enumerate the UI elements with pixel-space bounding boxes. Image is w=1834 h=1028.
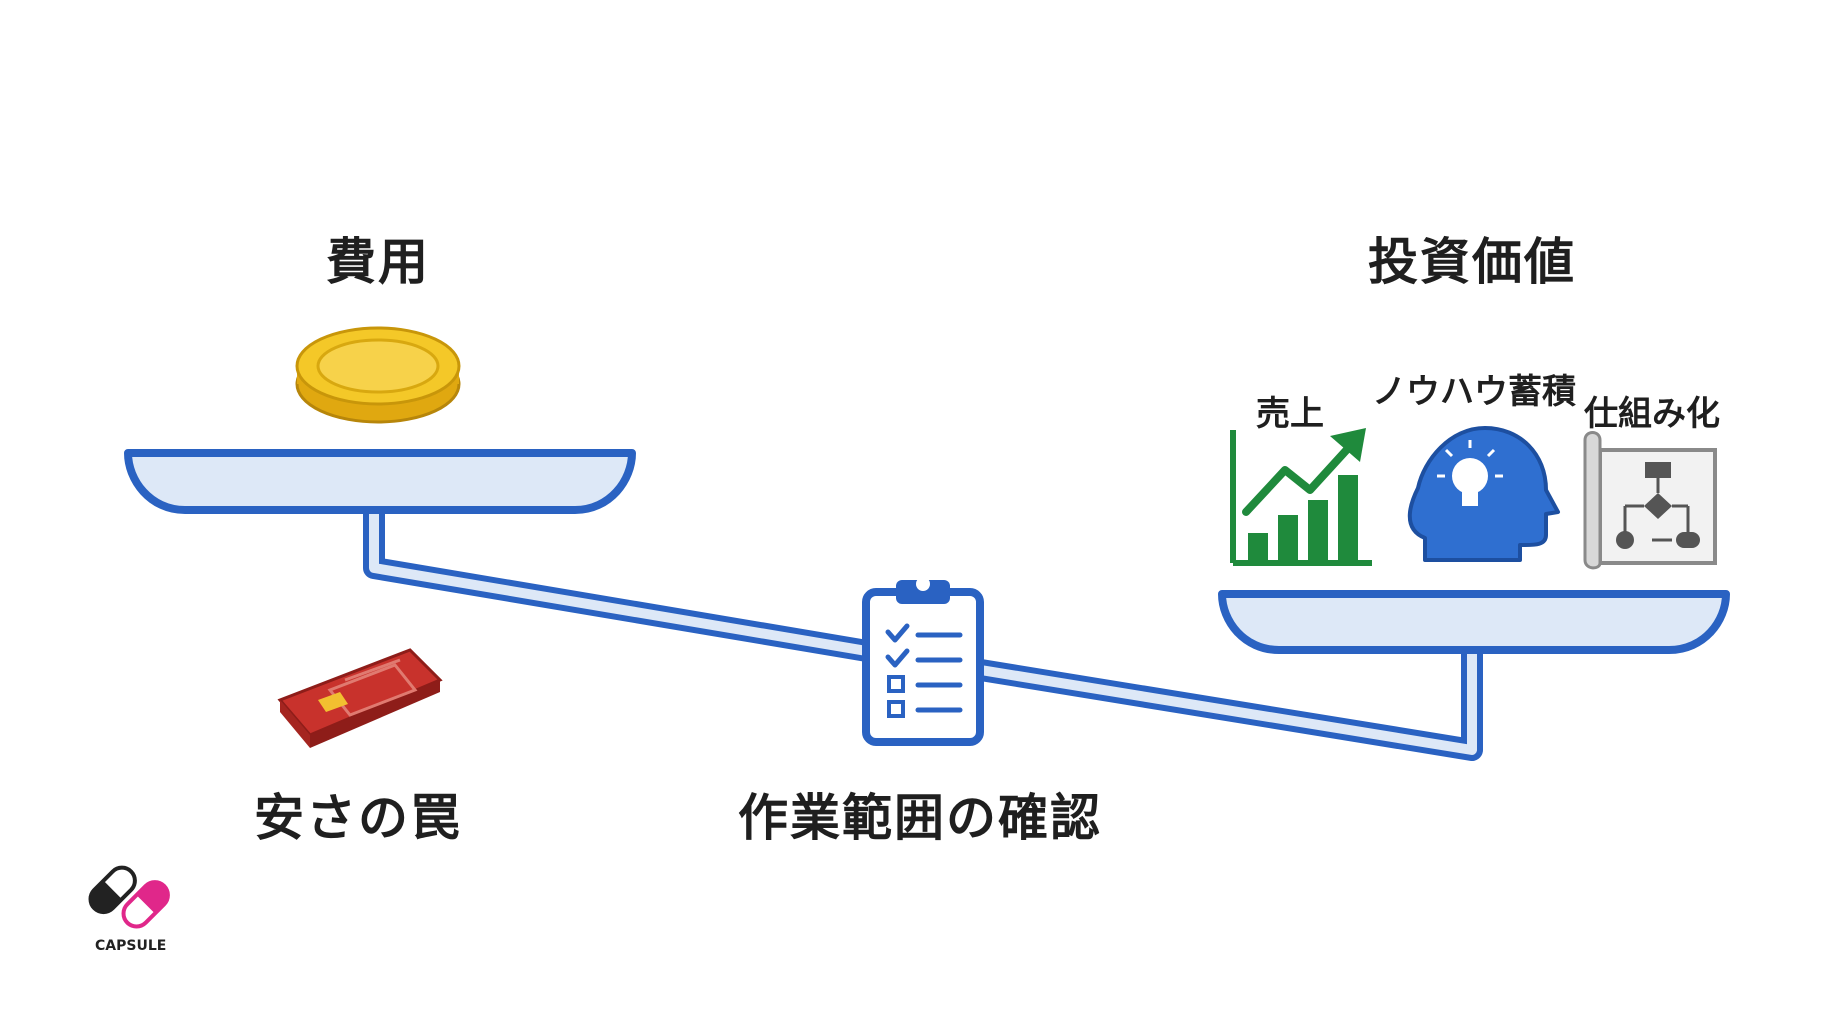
right-item-system-label: 仕組み化 [1584,394,1720,434]
mousetrap-icon [277,648,443,748]
logo-text: CAPSULE [95,938,167,954]
growth-chart-icon [1230,428,1372,566]
capsule-logo [88,865,170,929]
balance-beam [363,505,1483,761]
left-pan-label: 費用 [326,233,430,291]
idea-head-icon [1407,426,1560,562]
fulcrum-label: 作業範囲の確認 [738,789,1102,847]
gold-coin-icon [295,326,461,424]
clipboard-checklist-icon [862,577,984,746]
right-item-knowhow-label: ノウハウ蓄積 [1372,372,1576,412]
flowchart-blueprint-icon [1583,431,1717,570]
right-pan-label: 投資価値 [1368,233,1576,291]
right-item-sales-label: 売上 [1256,394,1324,434]
right-pan [1218,590,1730,654]
trap-label: 安さの罠 [254,789,462,847]
left-pan [124,449,636,514]
